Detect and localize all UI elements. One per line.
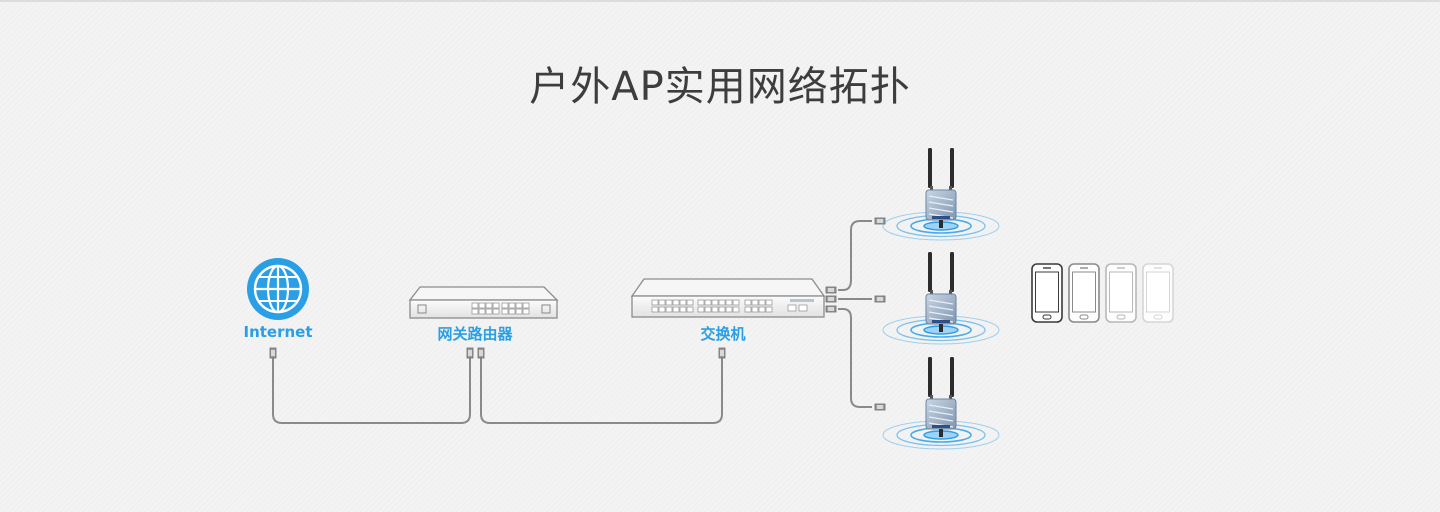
smartphone-icon xyxy=(1031,263,1174,323)
top-border xyxy=(0,0,1440,2)
router-icon xyxy=(408,286,559,319)
cable-switch-to-ap-1 xyxy=(838,220,872,291)
page-title: 户外AP实用网络拓扑 xyxy=(529,64,911,110)
cable-router-to-switch xyxy=(480,358,723,424)
internet-label: Internet xyxy=(243,323,313,341)
gateway-router-label: 网关路由器 xyxy=(437,325,513,343)
cable-internet-to-router xyxy=(272,358,471,424)
switch-label: 交换机 xyxy=(700,325,746,343)
switch-icon xyxy=(630,278,826,318)
globe-icon xyxy=(247,258,309,320)
cable-switch-to-ap-3 xyxy=(838,308,872,408)
outdoor-ap-icon xyxy=(882,147,1000,450)
